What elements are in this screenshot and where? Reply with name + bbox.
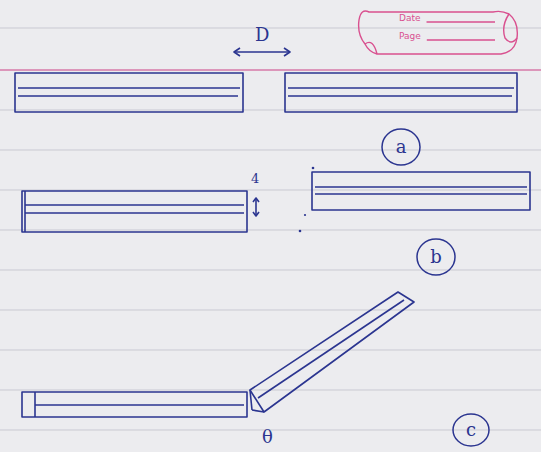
bar-layer-line <box>258 300 404 398</box>
angle-label: θ <box>262 428 273 446</box>
arrow-head <box>253 198 259 202</box>
stamp-outline <box>355 4 520 64</box>
scroll-curl <box>365 42 377 54</box>
dot <box>304 214 306 216</box>
margin-line <box>0 69 541 71</box>
bar <box>22 392 247 417</box>
circle-outline <box>382 129 420 165</box>
figure-label-circle: b <box>416 238 456 276</box>
offset-arrow <box>255 198 257 216</box>
ruled-line <box>0 230 541 231</box>
figure-label-circle: c <box>452 413 490 447</box>
dimension-label: D <box>255 26 269 44</box>
ruled-line <box>0 350 541 351</box>
stamp-field: Date <box>399 14 421 23</box>
bar <box>15 73 243 112</box>
bar <box>285 73 517 112</box>
bar-end-line <box>250 390 252 410</box>
bar-layer-line <box>18 87 240 89</box>
bar-layer-line <box>288 87 514 89</box>
ruled-line <box>0 28 541 29</box>
gap-arrow <box>234 51 290 53</box>
figure-label-circle: a <box>381 128 421 166</box>
stamp-field: Page <box>399 32 421 41</box>
scroll-outline <box>359 11 518 54</box>
date-stamp: DatePage <box>355 4 520 64</box>
dot <box>299 230 302 233</box>
circle-outline <box>417 239 455 275</box>
tilted-bar <box>250 292 414 412</box>
figure-letter: b <box>430 248 442 266</box>
bar-layer-line <box>18 95 238 97</box>
stamp-rule <box>427 21 495 22</box>
dimension-label: 4 <box>251 172 259 185</box>
bar-end-line <box>34 392 36 417</box>
figure-letter: a <box>396 138 407 156</box>
bar-layer-line <box>35 404 244 406</box>
ruled-line <box>0 110 541 111</box>
arrow-head <box>253 212 259 216</box>
ruled-line <box>0 310 541 311</box>
ruled-line <box>0 270 541 271</box>
figure-letter: c <box>466 421 476 439</box>
ruled-line <box>0 150 541 151</box>
bar-layer-line <box>315 186 527 188</box>
bar-end-line <box>252 410 264 412</box>
bar-layer-line <box>288 95 512 97</box>
bar-layer-line <box>315 193 527 195</box>
bar <box>22 191 247 232</box>
dot <box>312 167 315 170</box>
arrow-head <box>234 48 240 56</box>
bar-layer-line <box>25 204 244 206</box>
bar-end-line <box>24 191 26 232</box>
bar-layer-line <box>25 212 244 214</box>
stamp-rule <box>427 39 495 40</box>
circle-outline <box>453 414 489 446</box>
bar <box>312 172 530 210</box>
ruled-lines <box>0 28 541 430</box>
arrow-head <box>284 48 290 56</box>
scroll-curl <box>504 14 517 42</box>
